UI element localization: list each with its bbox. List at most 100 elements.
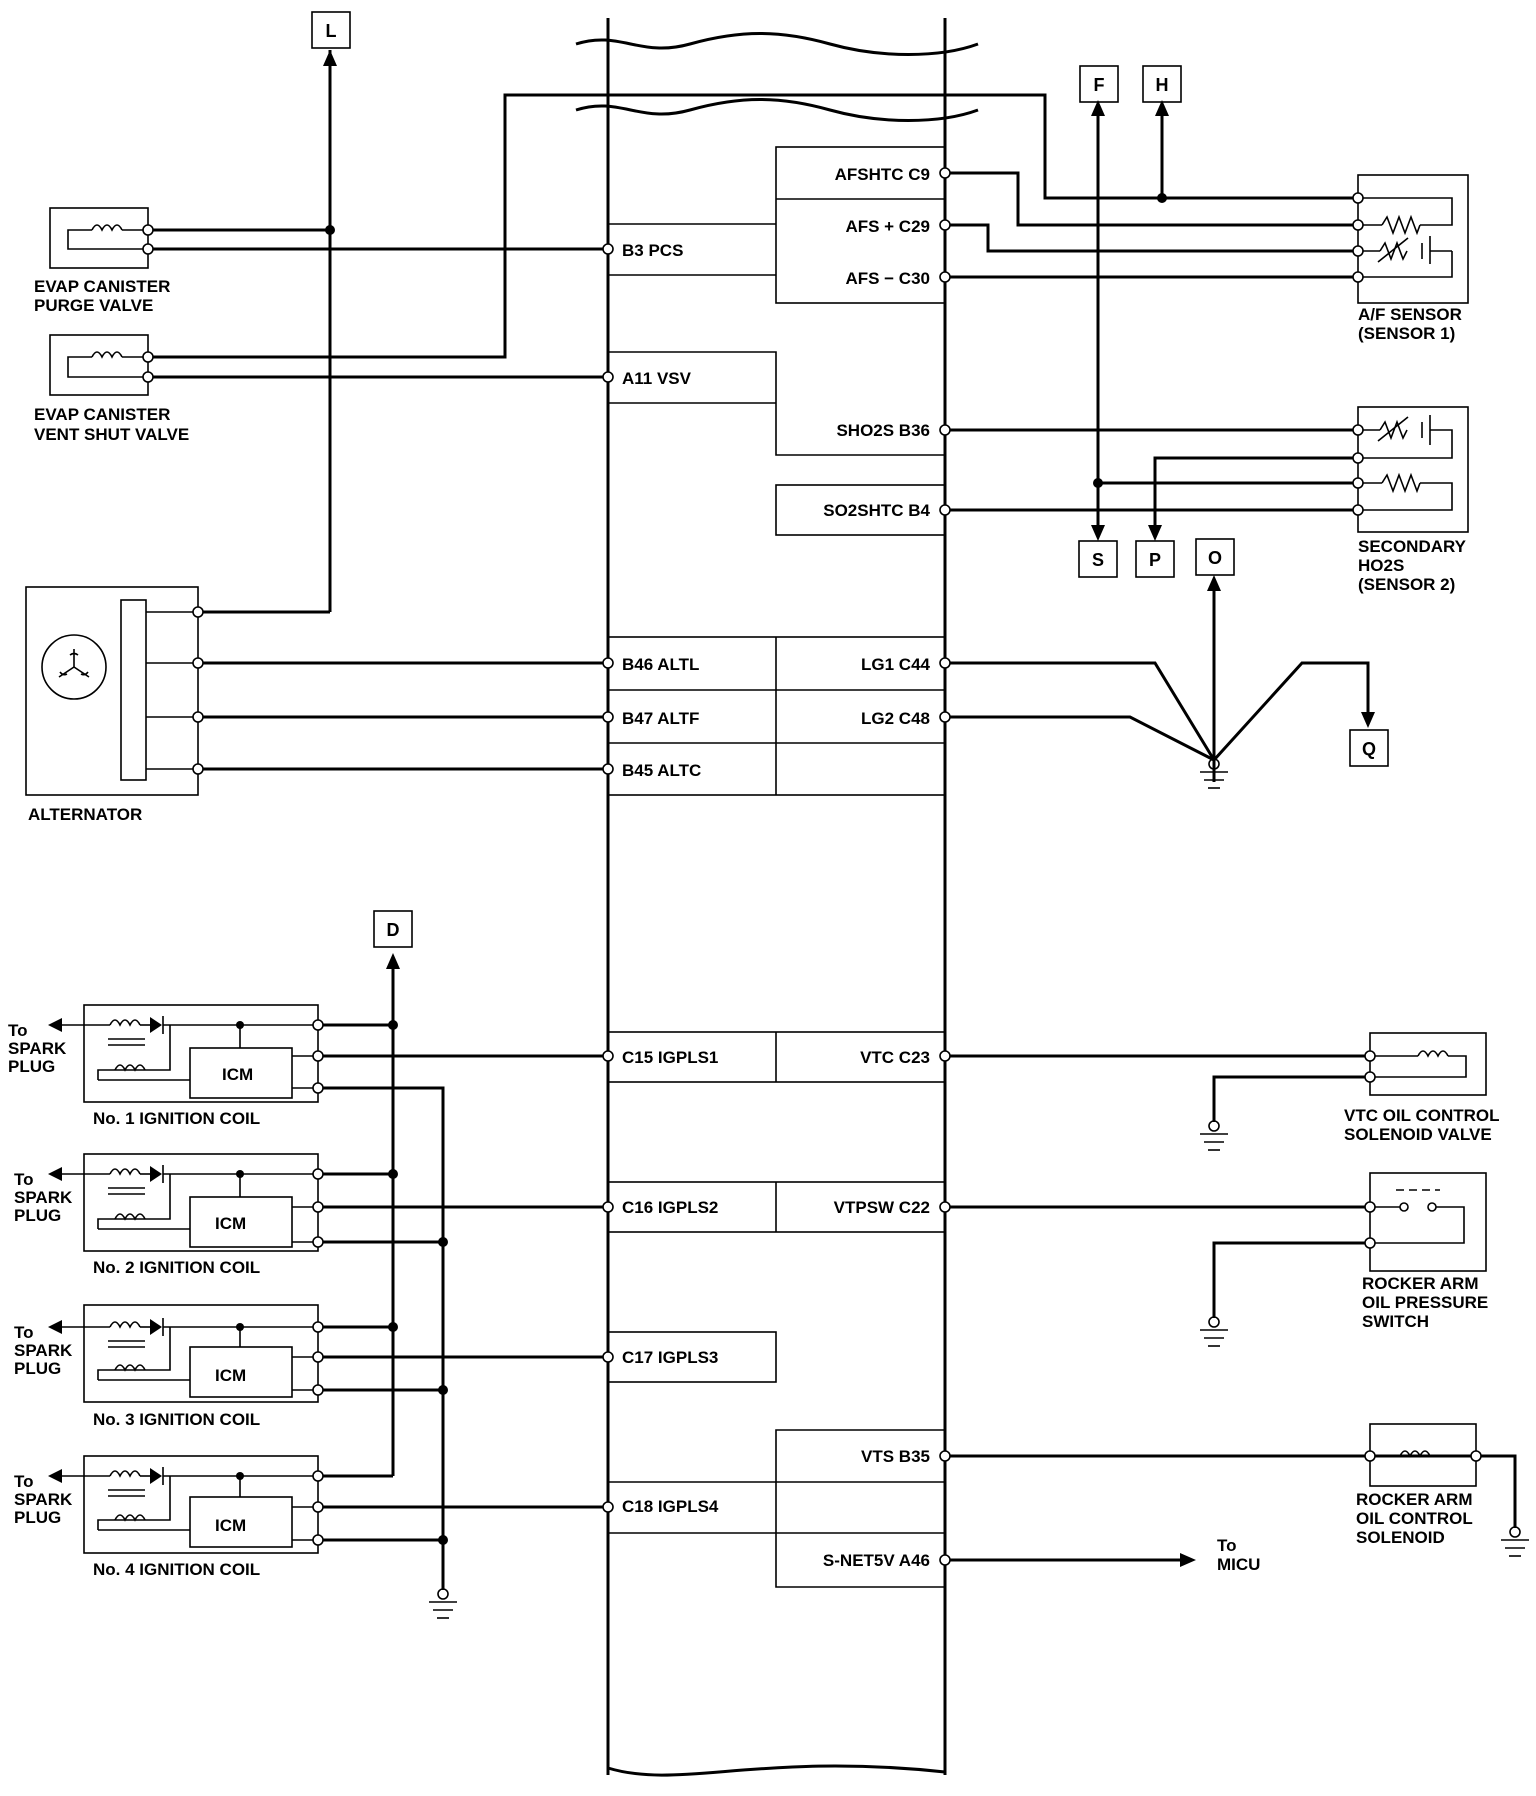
connector-l: L: [311, 11, 351, 49]
pin-b45-label: B45 ALTC: [622, 761, 701, 780]
pin-a46-label: S-NET5V A46: [823, 1551, 930, 1570]
spark-plug-3-to: To: [14, 1323, 34, 1342]
connector-p: P: [1135, 540, 1175, 578]
pin-c15-label: C15 IGPLS1: [622, 1048, 718, 1067]
af-sensor: A/F SENSOR (SENSOR 1): [1352, 174, 1469, 343]
svg-text:H: H: [1156, 75, 1169, 95]
vtc-oil-control-valve: VTC OIL CONTROL SOLENOID VALVE: [1344, 1032, 1500, 1144]
spark-plug-2-to: To: [14, 1170, 34, 1189]
ground-icon-vtc: [1200, 1120, 1228, 1151]
af-sensor-label-2: (SENSOR 1): [1358, 324, 1455, 343]
purge-valve-label-2: PURGE VALVE: [34, 296, 153, 315]
connector-f: F: [1079, 65, 1119, 103]
ecm-pin-labels-right: AFSHTC C9 AFS + C29 AFS − C30 SHO2S B36 …: [823, 165, 931, 1570]
purge-valve-label-1: EVAP CANISTER: [34, 277, 170, 296]
ignition-coil-2: ICM No. 2 IGNITION COIL To SPARK PLUG: [14, 1153, 324, 1277]
ho2s-label-3: (SENSOR 2): [1358, 575, 1455, 594]
ignition-coil-3: ICM No. 3 IGNITION COIL To SPARK PLUG: [14, 1304, 324, 1429]
ecm-pin-boxes: [607, 146, 946, 1588]
coil-4-label: No. 4 IGNITION COIL: [93, 1560, 260, 1579]
af-sensor-label-1: A/F SENSOR: [1358, 305, 1462, 324]
coil-2-label: No. 2 IGNITION COIL: [93, 1258, 260, 1277]
coil-1-label: No. 1 IGNITION COIL: [93, 1109, 260, 1128]
ho2s-label-2: HO2S: [1358, 556, 1404, 575]
svg-text:MICU: MICU: [1217, 1555, 1260, 1574]
connector-s: S: [1078, 540, 1118, 578]
pin-b46-label: B46 ALTL: [622, 655, 699, 674]
connector-q: Q: [1349, 729, 1389, 767]
spark-plug-4-plug: PLUG: [14, 1508, 61, 1527]
connector-o: O: [1195, 538, 1235, 576]
svg-text:F: F: [1094, 75, 1105, 95]
evap-purge-valve: EVAP CANISTER PURGE VALVE: [34, 207, 170, 315]
ground-icon-rocker-solenoid: [1501, 1526, 1529, 1557]
vtc-valve-label-1: VTC OIL CONTROL: [1344, 1106, 1500, 1125]
vent-valve-label-1: EVAP CANISTER: [34, 405, 170, 424]
secondary-ho2s: SECONDARY HO2S (SENSOR 2): [1352, 406, 1469, 594]
pin-c9-label: AFSHTC C9: [835, 165, 930, 184]
arrowheads: [48, 50, 1375, 1567]
svg-text:L: L: [326, 21, 337, 41]
ground-icon-coils: [429, 1588, 457, 1619]
rocker-arm-oil-control-solenoid: ROCKER ARM OIL CONTROL SOLENOID: [1356, 1423, 1498, 1547]
ground-icon-rocker-switch: [1200, 1316, 1228, 1347]
pin-b35-label: VTS B35: [861, 1447, 930, 1466]
rocker-switch-label-2: OIL PRESSURE: [1362, 1293, 1488, 1312]
svg-text:To: To: [1217, 1536, 1237, 1555]
vtc-valve-label-2: SOLENOID VALVE: [1344, 1125, 1492, 1144]
ecm-pin-labels-left: B3 PCS A11 VSV B46 ALTL B47 ALTF B45 ALT…: [622, 241, 719, 1516]
ecm-terminals: [602, 167, 951, 1566]
svg-text:O: O: [1208, 548, 1222, 568]
pin-c44-label: LG1 C44: [861, 655, 931, 674]
pin-c48-label: LG2 C48: [861, 709, 930, 728]
pin-c16-label: C16 IGPLS2: [622, 1198, 718, 1217]
connector-boxes: L F H S P O Q D: [311, 11, 1389, 948]
ignition-coil-4: ICM No. 4 IGNITION COIL To SPARK PLUG: [14, 1455, 324, 1579]
pin-a11-label: A11 VSV: [622, 369, 692, 388]
rocker-solenoid-label-3: SOLENOID: [1356, 1528, 1445, 1547]
spark-plug-2-spark: SPARK: [14, 1188, 73, 1207]
svg-text:S: S: [1092, 550, 1104, 570]
pin-c17-label: C17 IGPLS3: [622, 1348, 718, 1367]
spark-plug-1-plug: PLUG: [8, 1057, 55, 1076]
pin-c30-label: AFS − C30: [845, 269, 930, 288]
svg-text:P: P: [1149, 550, 1161, 570]
rocker-switch-label-3: SWITCH: [1362, 1312, 1429, 1331]
pin-c18-label: C18 IGPLS4: [622, 1497, 719, 1516]
icm-4-label: ICM: [215, 1516, 246, 1535]
junction-dots: [325, 193, 1167, 1545]
connector-d: D: [373, 910, 413, 948]
spark-plug-1-to: To: [8, 1021, 28, 1040]
rocker-solenoid-label-1: ROCKER ARM: [1356, 1490, 1472, 1509]
pin-c23-label: VTC C23: [860, 1048, 930, 1067]
spark-plug-4-spark: SPARK: [14, 1490, 73, 1509]
spark-plug-2-plug: PLUG: [14, 1206, 61, 1225]
pin-b3-label: B3 PCS: [622, 241, 683, 260]
rocker-switch-label-1: ROCKER ARM: [1362, 1274, 1478, 1293]
icm-3-label: ICM: [215, 1366, 246, 1385]
ignition-coil-1: ICM No. 1 IGNITION COIL To SPARK PLUG: [8, 1004, 324, 1128]
icm-1-label: ICM: [222, 1065, 253, 1084]
rocker-solenoid-label-2: OIL CONTROL: [1356, 1509, 1473, 1528]
ground-icon-ecm-lg: [1200, 758, 1228, 789]
pin-b47-label: B47 ALTF: [622, 709, 699, 728]
ho2s-label-1: SECONDARY: [1358, 537, 1467, 556]
alternator-stator-icon: [41, 634, 107, 700]
svg-text:Q: Q: [1362, 739, 1376, 759]
to-micu-label: To MICU: [1217, 1536, 1260, 1574]
connector-h: H: [1142, 65, 1182, 103]
icm-2-label: ICM: [215, 1214, 246, 1233]
vent-valve-label-2: VENT SHUT VALVE: [34, 425, 189, 444]
spark-plug-3-plug: PLUG: [14, 1359, 61, 1378]
pin-c29-label: AFS + C29: [845, 217, 930, 236]
rocker-arm-oil-pressure-switch: ROCKER ARM OIL PRESSURE SWITCH: [1362, 1172, 1488, 1331]
coil-3-label: No. 3 IGNITION COIL: [93, 1410, 260, 1429]
wires: [148, 50, 1517, 1590]
svg-text:D: D: [387, 920, 400, 940]
spark-plug-1-spark: SPARK: [8, 1039, 67, 1058]
alternator-label: ALTERNATOR: [28, 805, 142, 824]
ground-symbols: [429, 758, 1529, 1619]
alternator: ALTERNATOR: [25, 586, 204, 824]
spark-plug-4-to: To: [14, 1472, 34, 1491]
